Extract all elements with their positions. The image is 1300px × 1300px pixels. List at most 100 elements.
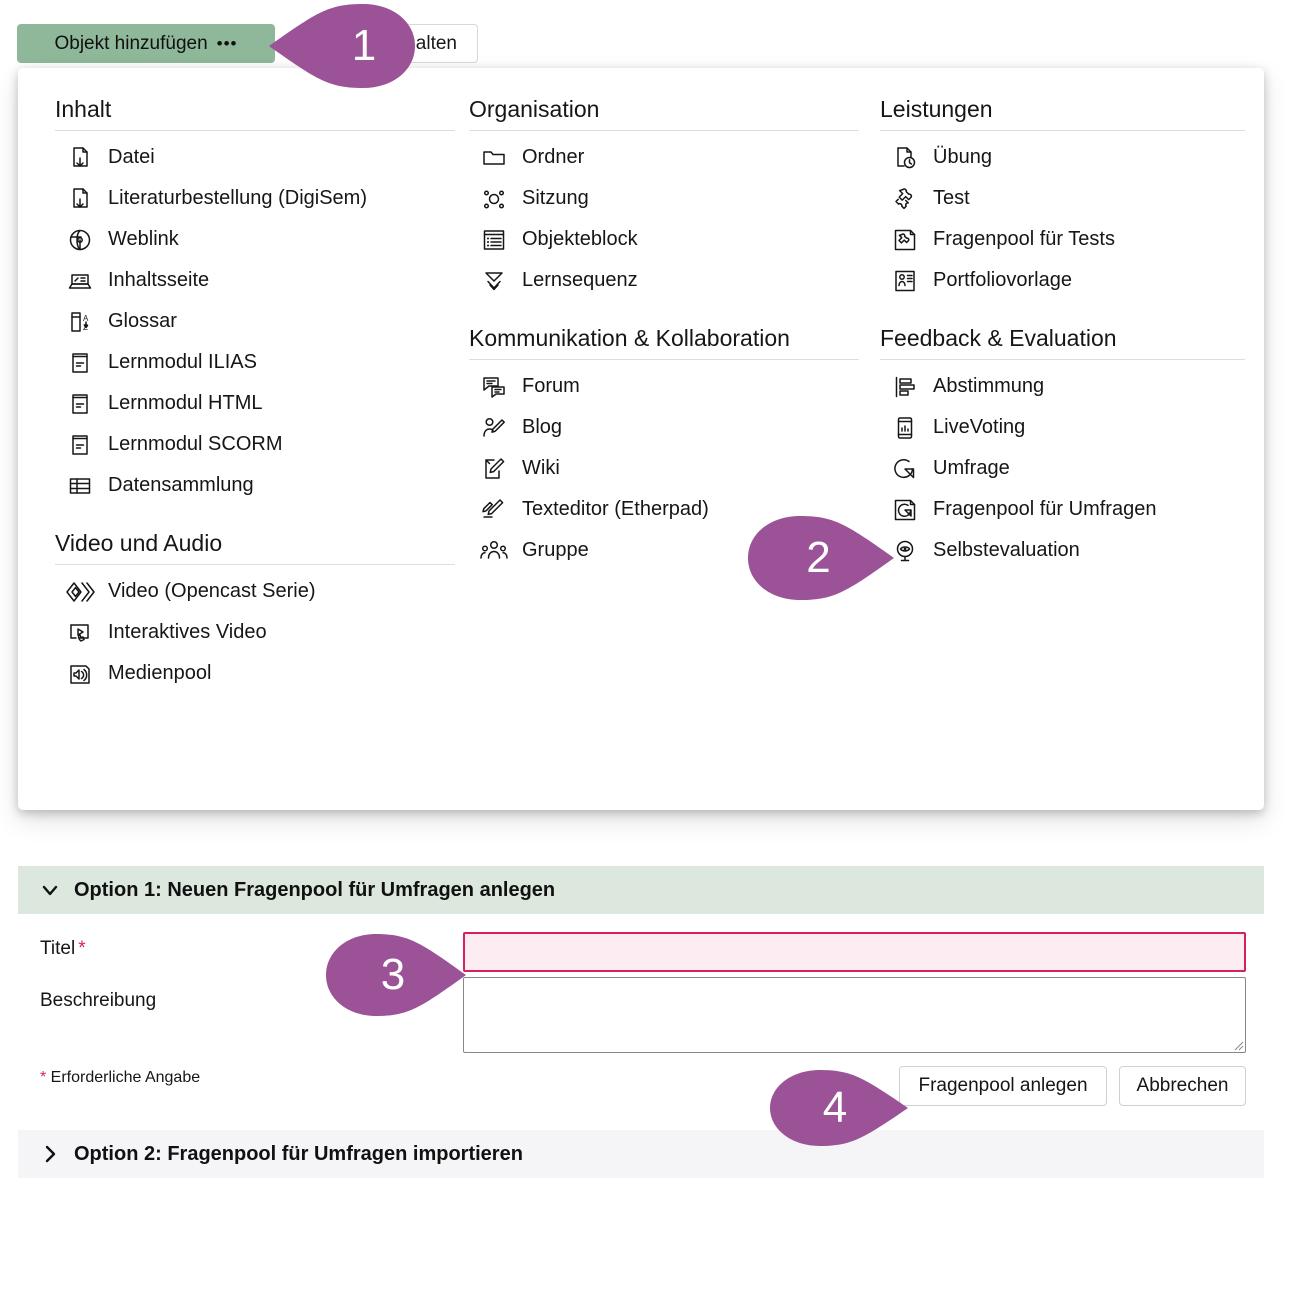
session-nodes-icon <box>479 186 509 212</box>
create-pool-button[interactable]: Fragenpool anlegen <box>899 1066 1107 1106</box>
panel-group-divider <box>469 130 859 132</box>
panel-item[interactable]: Forum <box>469 369 859 405</box>
panel-item[interactable]: Wiki <box>469 451 859 487</box>
panel-item[interactable]: Gruppe <box>469 533 859 569</box>
panel-item[interactable]: Lernmodul ILIAS <box>55 345 455 381</box>
folder-icon <box>479 145 509 171</box>
panel-item-label: Übung <box>933 146 992 169</box>
learning-module-icon <box>65 391 95 417</box>
panel-item[interactable]: Weblink <box>55 222 455 258</box>
option1-section-header[interactable]: Option 1: Neuen Fragenpool für Umfragen … <box>18 866 1264 914</box>
group-people-icon <box>479 538 509 564</box>
panel-item[interactable]: Texteditor (Etherpad) <box>469 492 859 528</box>
option2-title: Option 2: Fragenpool für Umfragen import… <box>74 1142 523 1165</box>
callout-marker-2: 2 <box>741 514 896 602</box>
callout-number-2: 2 <box>806 533 831 582</box>
panel-item[interactable]: Datei <box>55 140 455 176</box>
manage-button-label: alten <box>415 32 457 54</box>
panel-item[interactable]: Sitzung <box>469 181 859 217</box>
panel-item-label: Lernmodul HTML <box>108 392 263 415</box>
panel-item[interactable]: Abstimmung <box>880 369 1245 405</box>
object-block-list-icon <box>479 227 509 253</box>
panel-item[interactable]: Lernmodul HTML <box>55 386 455 422</box>
panel-item[interactable]: Inhaltsseite <box>55 263 455 299</box>
create-question-pool-form: Option 1: Neuen Fragenpool für Umfragen … <box>18 866 1264 1178</box>
panel-item[interactable]: Selbstevaluation <box>880 533 1245 569</box>
panel-item[interactable]: Literaturbestellung (DigiSem) <box>55 181 455 217</box>
panel-item[interactable]: Übung <box>880 140 1245 176</box>
title-input[interactable] <box>463 932 1246 972</box>
chevron-down-icon <box>40 880 60 900</box>
panel-item-label: Datensammlung <box>108 474 254 497</box>
panel-group-divider <box>880 359 1245 361</box>
test-puzzle-icon <box>890 186 920 212</box>
panel-item-label: Abstimmung <box>933 375 1045 398</box>
panel-item[interactable]: Fragenpool für Tests <box>880 222 1245 258</box>
panel-item[interactable]: Ordner <box>469 140 859 176</box>
panel-item[interactable]: Fragenpool für Umfragen <box>880 492 1245 528</box>
panel-item-label: Wiki <box>522 457 560 480</box>
learning-sequence-chevrons-icon <box>479 268 509 294</box>
self-evaluation-eye-icon <box>890 538 920 564</box>
panel-item-label: Lernsequenz <box>522 269 638 292</box>
panel-item[interactable]: Test <box>880 181 1245 217</box>
media-speaker-icon <box>65 661 95 687</box>
panel-item-label: Fragenpool für Tests <box>933 228 1115 251</box>
panel-item[interactable]: Lernmodul SCORM <box>55 427 455 463</box>
callout-marker-1: 1 <box>267 2 417 90</box>
ellipsis-icon: ••• <box>216 33 238 53</box>
panel-item[interactable]: Lernsequenz <box>469 263 859 299</box>
file-download-icon <box>65 145 95 171</box>
callout-number-1: 1 <box>351 21 377 70</box>
panel-item[interactable]: Umfrage <box>880 451 1245 487</box>
blog-person-pen-icon <box>479 415 509 441</box>
add-object-label: Objekt hinzufügen <box>54 32 208 54</box>
panel-item-label: Interaktives Video <box>108 621 267 644</box>
forum-speech-icon <box>479 374 509 400</box>
cancel-button[interactable]: Abbrechen <box>1119 1066 1246 1106</box>
panel-item[interactable]: Portfoliovorlage <box>880 263 1245 299</box>
required-note-text: Erforderliche Angabe <box>46 1069 201 1086</box>
callout-number-4: 4 <box>822 1083 848 1132</box>
panel-item[interactable]: Video (Opencast Serie) <box>55 574 455 610</box>
panel-group-title: Feedback & Evaluation <box>880 325 1117 352</box>
interactive-video-icon <box>65 620 95 646</box>
add-object-button[interactable]: Objekt hinzufügen ••• <box>17 24 275 63</box>
panel-item-label: Portfoliovorlage <box>933 269 1072 292</box>
panel-group-title: Video und Audio <box>55 530 223 557</box>
survey-pie-icon <box>890 456 920 482</box>
callout-marker-4: 4 <box>760 1068 910 1148</box>
panel-item[interactable]: Objekteblock <box>469 222 859 258</box>
panel-item[interactable]: Interaktives Video <box>55 615 455 651</box>
panel-item-label: Glossar <box>108 310 177 333</box>
panel-item-label: Gruppe <box>522 539 589 562</box>
svg-text:A: A <box>83 314 89 323</box>
wiki-page-pen-icon <box>479 456 509 482</box>
callout-marker-3: 3 <box>318 932 468 1018</box>
description-textarea[interactable] <box>463 977 1246 1053</box>
poll-bars-icon <box>890 374 920 400</box>
panel-item-label: Ordner <box>522 146 585 169</box>
panel-item[interactable]: Blog <box>469 410 859 446</box>
content-page-icon <box>65 268 95 294</box>
globe-link-icon <box>65 227 95 253</box>
panel-item-label: Inhaltsseite <box>108 269 210 292</box>
panel-group-title: Inhalt <box>55 96 112 122</box>
etherpad-pen-icon <box>479 497 509 523</box>
portfolio-template-icon <box>890 268 920 294</box>
question-pool-tests-icon <box>890 227 920 253</box>
option2-section-header[interactable]: Option 2: Fragenpool für Umfragen import… <box>18 1130 1264 1178</box>
opencast-diamonds-icon <box>65 579 95 605</box>
panel-item[interactable]: LiveVoting <box>880 410 1245 446</box>
description-field-label: Beschreibung <box>40 990 157 1011</box>
panel-group-title: Kommunikation & Kollaboration <box>469 325 790 352</box>
panel-item[interactable]: Datensammlung <box>55 468 455 504</box>
panel-item[interactable]: Medienpool <box>55 656 455 692</box>
panel-item-label: Blog <box>522 416 563 439</box>
